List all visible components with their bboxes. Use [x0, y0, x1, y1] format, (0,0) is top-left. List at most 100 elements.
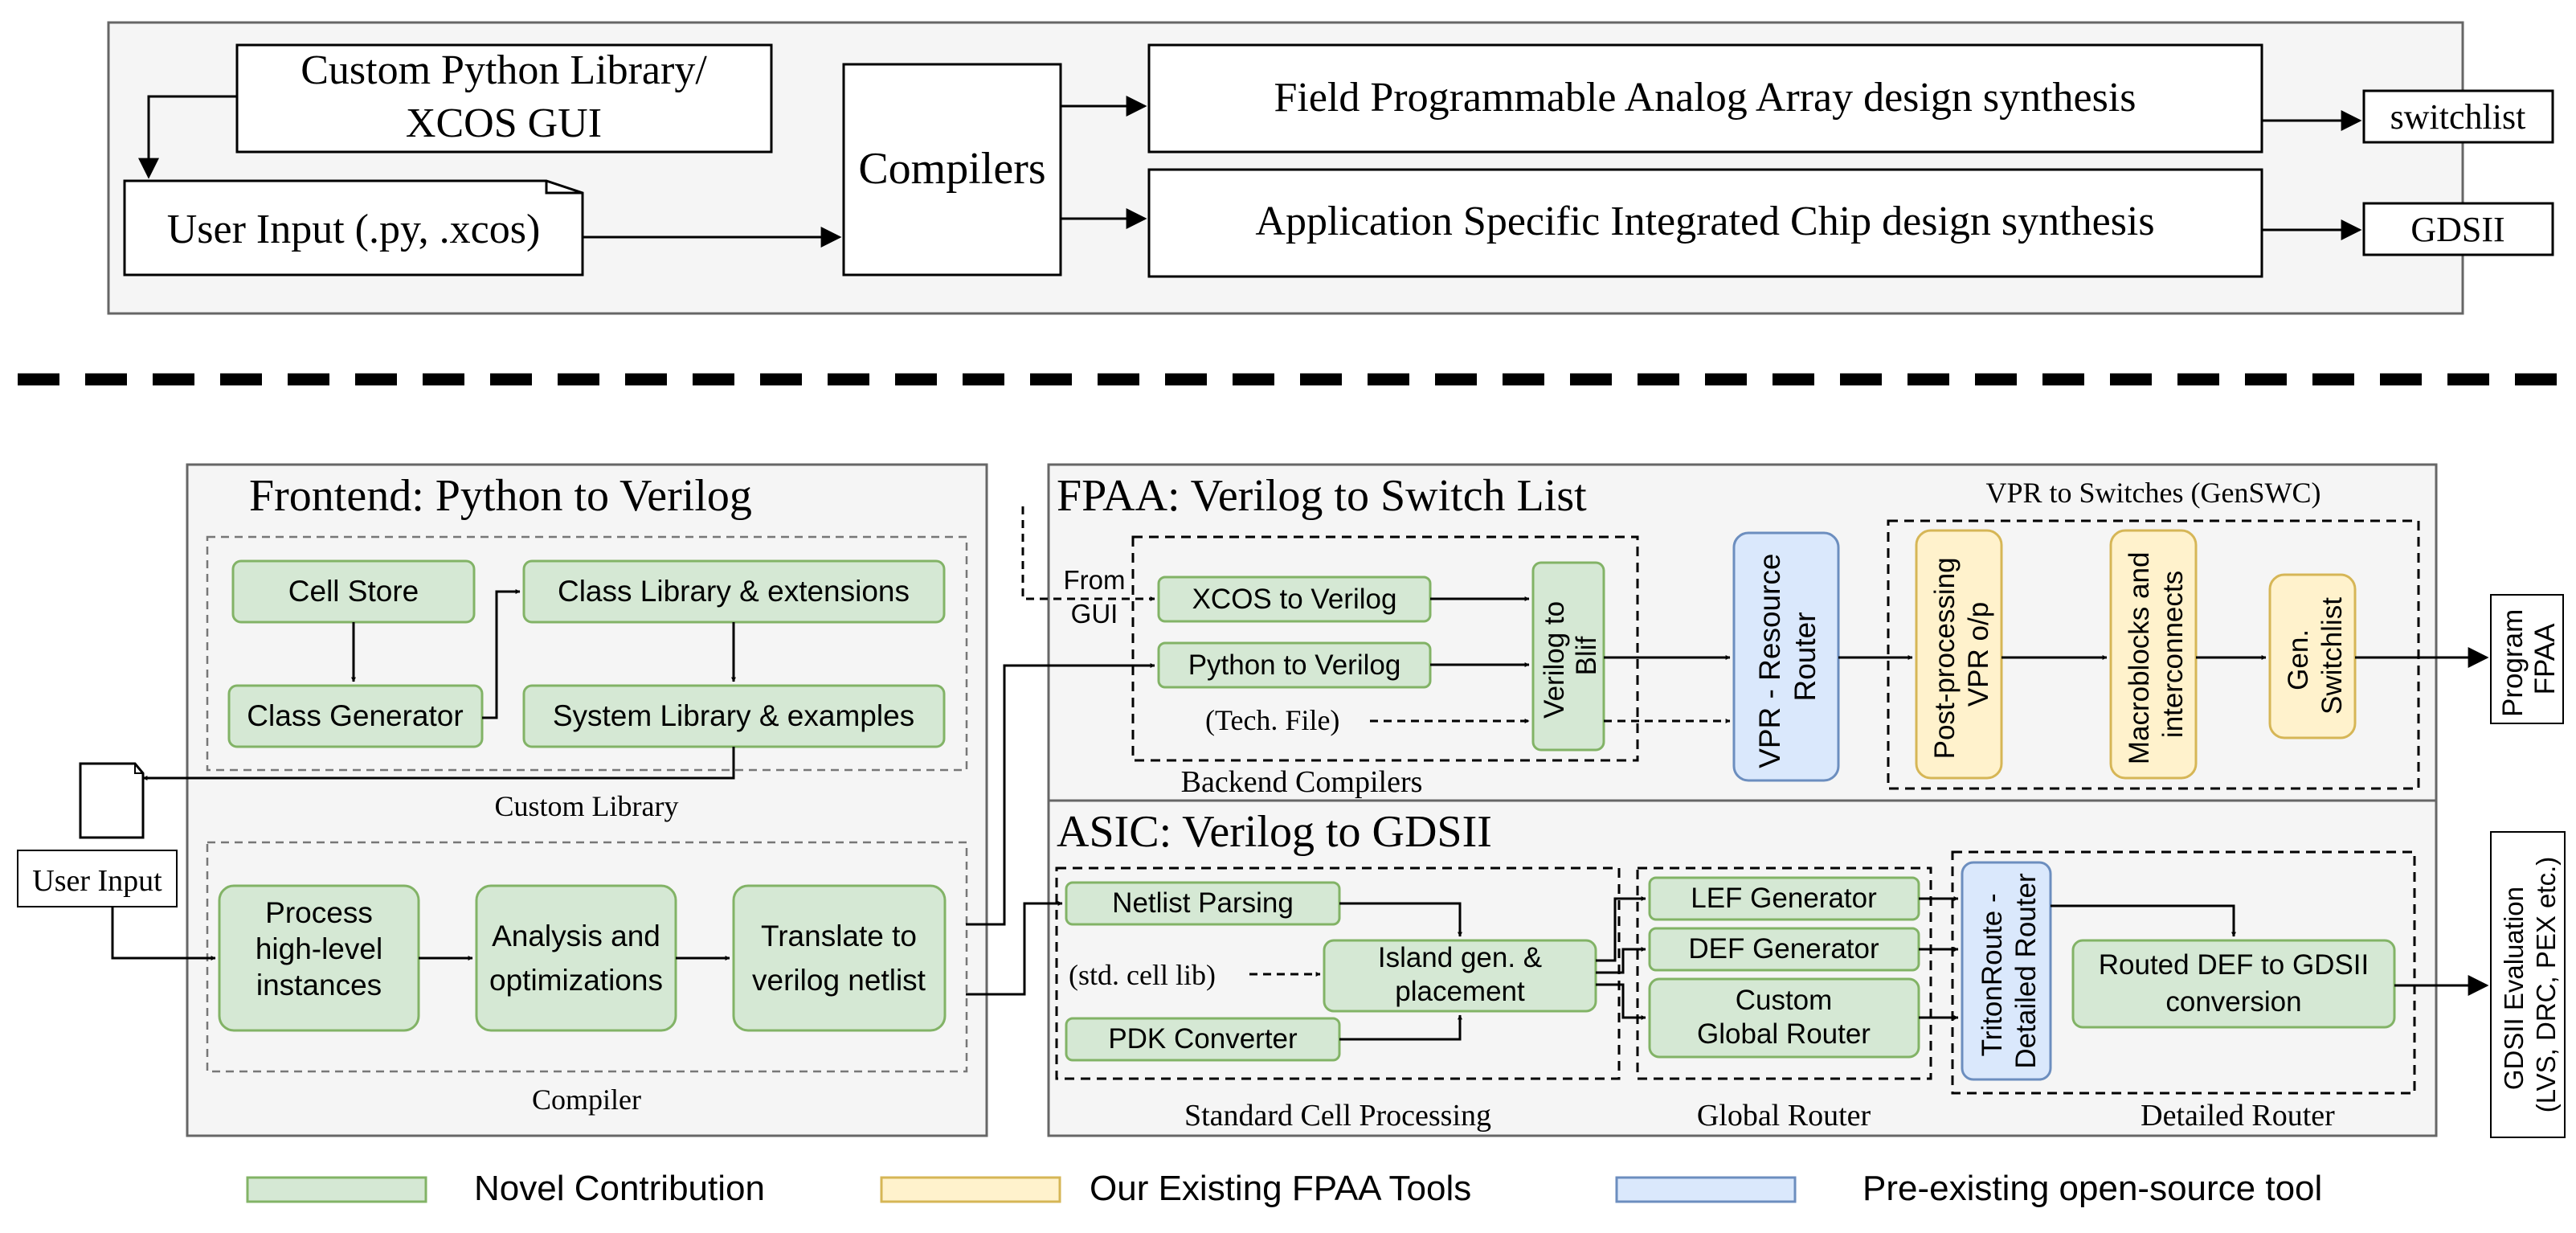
asic-synthesis-label: Application Specific Integrated Chip des… [1255, 199, 2154, 244]
macro-line-1: Macroblocks and [2124, 552, 2155, 765]
legend-swatch-preexisting [1615, 1176, 1797, 1203]
std-cell-label: Standard Cell Processing [1184, 1099, 1491, 1133]
legend-label-existing: Our Existing FPAA Tools [1090, 1169, 1471, 1208]
class-library-label: Class Library & extensions [558, 575, 910, 608]
user-input-node: User Input [17, 762, 216, 961]
tech-file-label: (Tech. File) [1205, 704, 1339, 736]
island-line-2: placement [1395, 976, 1525, 1007]
gdsii-label: GDSII [2410, 210, 2504, 249]
fpaa-title: FPAA: Verilog to Switch List [1057, 471, 1587, 521]
xcos-to-verilog-label: XCOS to Verilog [1192, 584, 1397, 615]
island-to-router-arrow [1596, 983, 1646, 1020]
asic-section: ASIC: Verilog to GDSII Standard Cell Pro… [1047, 799, 2566, 1138]
process-line-3: instances [256, 969, 382, 1002]
compiler-group-label: Compiler [532, 1083, 641, 1116]
user-input-doc-icon [79, 762, 145, 839]
analysis-box [475, 884, 677, 1032]
island-to-lef-arrow [1596, 896, 1646, 962]
genswc-title: VPR to Switches (GenSWC) [1986, 477, 2321, 509]
class-generator-box [227, 684, 484, 748]
legend: Novel Contribution Our Existing FPAA Too… [246, 1169, 2322, 1208]
svg-text:Macroblocks and intercon: Macroblocks and interconnects [2124, 544, 2189, 764]
legend-swatch-novel [246, 1176, 427, 1203]
custom-library-group [206, 535, 968, 772]
island-line-1: Island gen. & [1378, 942, 1542, 973]
custom-library-box [235, 43, 773, 154]
lef-generator-label: LEF Generator [1691, 883, 1877, 914]
program-line-1: Program [2497, 609, 2529, 717]
pdk-converter-label: PDK Converter [1108, 1023, 1298, 1055]
python-to-verilog-label: Python to Verilog [1188, 649, 1401, 681]
system-library-label: System Library & examples [553, 699, 914, 732]
gdsii-box [2362, 202, 2554, 256]
from-gui-line-2: GUI [1071, 599, 1118, 629]
process-line-1: Process [265, 896, 373, 929]
switchlist-box [2362, 89, 2554, 144]
netlist-to-island-arrow [1339, 902, 1462, 937]
detailed-router-group [1951, 850, 2416, 1095]
legend-label-preexisting: Pre-existing open-source tool [1862, 1169, 2322, 1208]
switchlist-label: switchlist [2390, 97, 2526, 137]
vpr-line-1: VPR - Resource [1753, 553, 1786, 768]
svg-text:Program FPAA: Program FPAA [2497, 601, 2561, 717]
postproc-line-1: Post-processing [1929, 557, 1961, 759]
pdk-to-island-arrow [1339, 1014, 1462, 1041]
library-to-input-arrow [138, 95, 237, 179]
svg-text:TritonRoute - Detailed R: TritonRoute - Detailed Router [1977, 873, 2042, 1069]
user-input-label-bottom: User Input [32, 864, 162, 898]
analysis-line-1: Analysis and [492, 920, 660, 952]
asic-synthesis-box [1147, 168, 2263, 278]
verilog-to-blif-line-1: Verilog to [1539, 601, 1570, 719]
analysis-line-2: optimizations [489, 964, 663, 997]
user-input-box [17, 850, 178, 907]
svg-text:GDSII Evaluation (LVS, D: GDSII Evaluation (LVS, DRC, PEX etc.) [2499, 857, 2561, 1112]
legend-swatch-existing [880, 1176, 1061, 1203]
translate-box [732, 884, 947, 1032]
svg-text:Verilog to Blif: Verilog to Blif [1539, 593, 1602, 719]
translate-line-2: verilog netlist [752, 964, 926, 997]
cell-store-label: Cell Store [288, 575, 419, 608]
translate-to-python-verilog-arrow [966, 663, 1155, 926]
def-generator-label: DEF Generator [1688, 933, 1879, 965]
detailed-router-label: Detailed Router [2141, 1099, 2335, 1133]
asic-title: ASIC: Verilog to GDSII [1057, 807, 1492, 857]
custom-library-group-label: Custom Library [495, 790, 679, 822]
frontend-section: Frontend: Python to Verilog Custom Libra… [142, 463, 988, 1137]
backend-compilers-group [1131, 535, 1639, 762]
translate-to-netlist-arrow [966, 901, 1063, 996]
user-input-doc [123, 179, 584, 277]
genswc-group [1887, 519, 2420, 790]
gdsii-eval-line-2: (LVS, DRC, PEX etc.) [2531, 857, 2561, 1112]
fpaa-synthesis-box [1147, 43, 2263, 154]
custom-library-label-1: Custom Python Library/ [301, 47, 707, 93]
custom-router-line-2: Global Router [1697, 1018, 1871, 1050]
svg-text:Post-processing VPR o/p: Post-processing VPR o/p [1929, 550, 1994, 760]
routed-line-2: conversion [2165, 986, 2301, 1018]
user-input-label: User Input (.py, .xcos) [167, 207, 541, 252]
triton-line-1: TritonRoute - [1977, 893, 2008, 1056]
gdsii-eval-line-1: GDSII Evaluation [2499, 887, 2529, 1090]
genswitch-line-1: Gen. [2283, 629, 2314, 690]
gdsii-eval-box [2490, 831, 2566, 1138]
class-generator-label: Class Generator [247, 699, 463, 732]
translate-line-1: Translate to [761, 920, 917, 952]
netlist-parsing-label: Netlist Parsing [1112, 887, 1294, 919]
svg-text:Gen. Switchlist: Gen. Switchlist [2283, 597, 2348, 715]
routed-line-1: Routed DEF to GDSII [2099, 949, 2370, 981]
userinput-to-process-arrow [111, 907, 216, 961]
fpaa-synthesis-label: Field Programmable Analog Array design s… [1274, 75, 2136, 121]
triton-line-2: Detailed Router [2010, 873, 2042, 1069]
compilers-label: Compilers [858, 144, 1045, 194]
triton-to-routed-arrow [2051, 904, 2236, 937]
program-line-2: FPAA [2529, 623, 2561, 694]
vpr-line-2: Router [1789, 612, 1822, 701]
global-router-group [1636, 866, 1932, 1080]
vpr-router-box [1732, 531, 1840, 782]
syslib-to-userinput-arrow [142, 747, 735, 780]
verilog-to-blif-line-2: Blif [1571, 636, 1602, 675]
genswitch-line-2: Switchlist [2316, 597, 2348, 715]
frontend-title: Frontend: Python to Verilog [249, 471, 752, 521]
from-gui-arrow [1021, 506, 1155, 601]
process-line-2: high-level [256, 932, 382, 965]
